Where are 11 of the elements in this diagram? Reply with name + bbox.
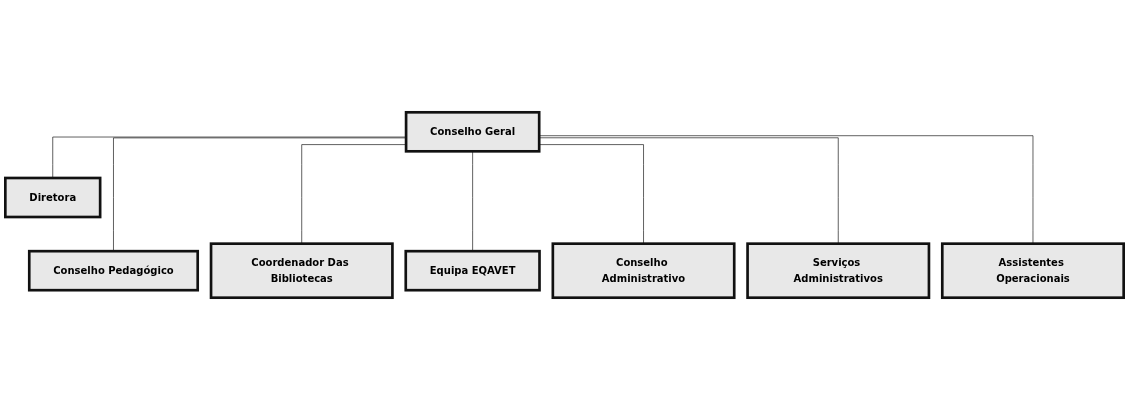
connector bbox=[472, 151, 473, 252]
node-box: Coordenador Das Bibliotecas bbox=[209, 242, 394, 300]
node-box: Diretora bbox=[4, 176, 102, 219]
connector bbox=[113, 137, 407, 252]
node-box: Assistentes Operacionais bbox=[940, 242, 1125, 300]
node-box: Conselho Geral bbox=[404, 110, 541, 153]
node-box: Conselho Administrativo bbox=[551, 242, 736, 300]
node-box: Equipa EQAVET bbox=[404, 249, 541, 292]
node-box: Serviços Administrativos bbox=[746, 242, 931, 300]
node-box: Conselho Pedagógico bbox=[27, 249, 200, 292]
connector bbox=[301, 144, 407, 244]
